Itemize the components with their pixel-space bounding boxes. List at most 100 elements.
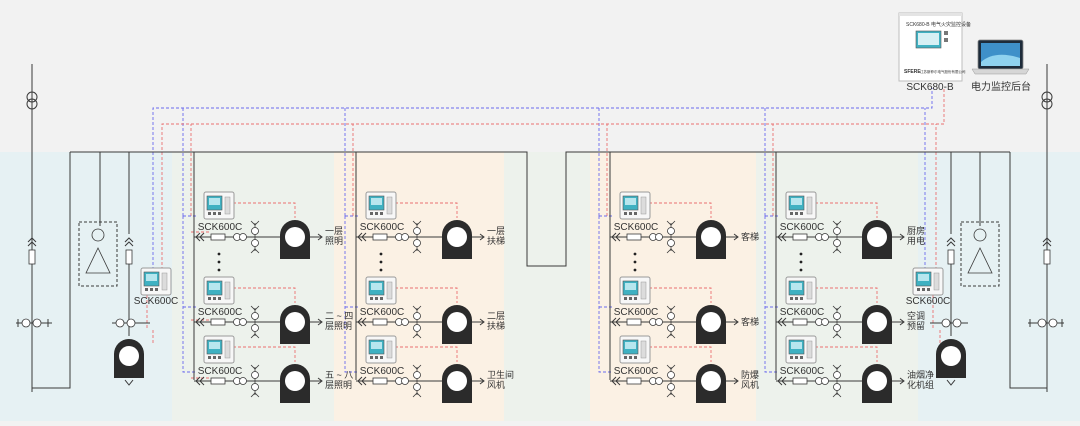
load-label: 照明	[325, 236, 343, 246]
load-label: 预留	[907, 320, 925, 331]
right-main-meter: SCK600C	[906, 267, 950, 307]
load-label: 厨房	[907, 225, 925, 236]
meter-icon	[785, 276, 817, 305]
continuation-dots	[379, 252, 383, 272]
meter-label: SCK600C	[360, 222, 404, 233]
meter-icon	[203, 335, 235, 364]
feeder-row: SCK600C 客梯	[609, 276, 759, 344]
meter-icon	[619, 276, 651, 305]
meter-label: SCK600C	[198, 307, 242, 318]
load-label: 空调	[907, 310, 925, 321]
meter-icon	[203, 276, 235, 305]
communication-bus	[146, 88, 945, 379]
meter-icon	[203, 191, 235, 220]
meter-label: SCK600C	[906, 296, 950, 307]
load-label: 二 ~ 四	[325, 311, 353, 321]
meter-icon	[619, 335, 651, 364]
load-label: 一层	[487, 226, 505, 236]
meter-label: SCK600C	[614, 307, 658, 318]
meter-label: SCK600C	[198, 222, 242, 233]
device-brand: SFERE	[904, 69, 921, 75]
main-busbar-left	[70, 151, 1010, 267]
power-busbar	[31, 64, 1048, 392]
device-screen-title: SCK680-B 电气火灾监控设备	[906, 21, 971, 28]
continuation-dots	[217, 252, 221, 272]
ct-sensor-icon	[442, 220, 472, 259]
load-label: 风机	[741, 379, 759, 390]
ct-sensor-icon	[696, 364, 726, 403]
load-label: 二层	[487, 311, 505, 321]
ct-sensor-icon	[442, 305, 472, 344]
device-model-label: SCK680-B	[906, 82, 954, 93]
continuation-dots	[633, 252, 637, 272]
continuation-dots	[799, 252, 803, 272]
load-label: 客梯	[741, 316, 759, 327]
load-label: 风机	[487, 379, 505, 390]
meter-label: SCK600C	[780, 307, 824, 318]
meter-label: SCK600C	[614, 366, 658, 377]
load-label: 层照明	[325, 380, 352, 390]
load-label: 用电	[907, 235, 925, 246]
right-generator-box	[960, 221, 1000, 287]
backend-laptop: 电力监控后台	[971, 39, 1031, 93]
meter-label: SCK600C	[198, 366, 242, 377]
meter-icon	[912, 267, 944, 296]
load-label: 五 ~ 八	[325, 370, 353, 380]
meter-icon	[785, 335, 817, 364]
load-label: 一层	[325, 226, 343, 236]
meter-icon	[365, 276, 397, 305]
ct-sensor-icon	[280, 364, 310, 403]
ct-sensor-icon	[696, 305, 726, 344]
ct-sensor-icon	[696, 220, 726, 259]
device-company: 江苏斯菲尔电气股份有限公司	[920, 69, 966, 74]
feeder-row: SCK600C 客梯	[609, 191, 759, 259]
ct-sensor-icon	[280, 220, 310, 259]
right-ct-sensor-icon	[936, 339, 966, 378]
load-label: 客梯	[741, 231, 759, 242]
load-label: 层照明	[325, 321, 352, 331]
load-label: 扶梯	[487, 320, 505, 331]
meter-icon	[140, 267, 172, 296]
ct-sensor-icon	[442, 364, 472, 403]
ct-sensor-icon	[862, 364, 892, 403]
meter-label: SCK600C	[360, 366, 404, 377]
left-ct-sensor-icon	[114, 339, 144, 378]
left-generator-box	[78, 221, 118, 287]
ct-sensor-icon	[862, 220, 892, 259]
monitoring-device: SCK680-B 电气火灾监控设备 SFERE 江苏斯菲尔电气股份有限公司 SC…	[898, 12, 971, 93]
meter-icon	[785, 191, 817, 220]
load-label: 油烟净	[907, 369, 934, 380]
meter-icon	[365, 335, 397, 364]
meter-label: SCK600C	[780, 222, 824, 233]
bus-red	[161, 88, 945, 285]
meter-label: SCK600C	[614, 222, 658, 233]
backend-label: 电力监控后台	[971, 80, 1031, 93]
meter-label: SCK600C	[134, 296, 178, 307]
ct-sensor-icon	[862, 305, 892, 344]
meter-icon	[365, 191, 397, 220]
right-incoming-section	[930, 91, 1064, 386]
zone-middle	[504, 152, 590, 421]
load-label: 卫生间	[487, 369, 514, 380]
left-incoming-section	[16, 91, 150, 386]
meter-label: SCK600C	[360, 307, 404, 318]
load-label: 扶梯	[487, 235, 505, 246]
load-label: 防爆	[741, 369, 759, 380]
bus-blue	[152, 88, 933, 270]
